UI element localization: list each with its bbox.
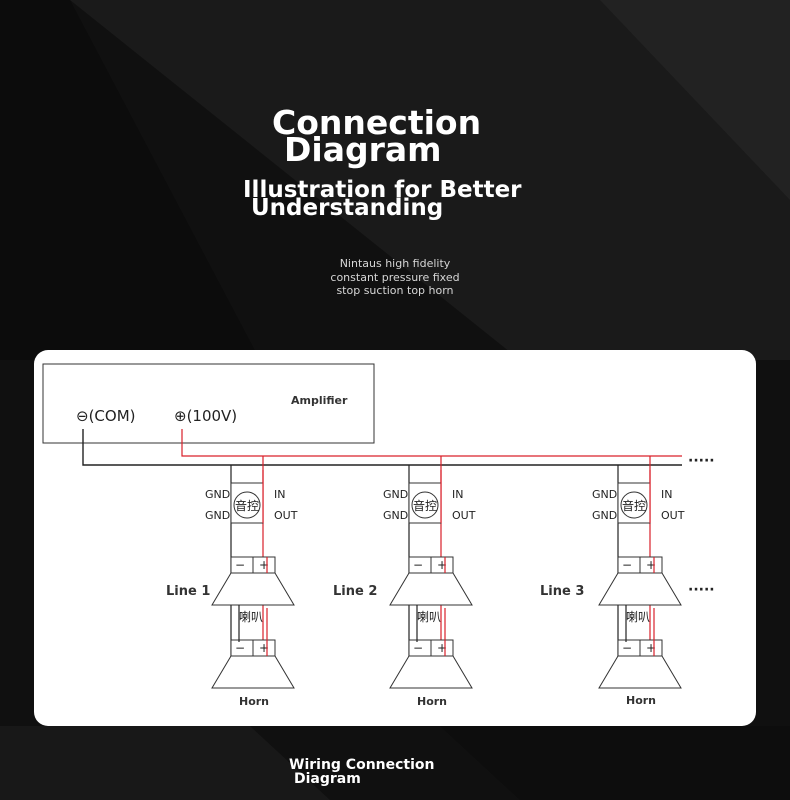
gnd-label: GND [383,509,408,522]
title-line-2: Diagram [284,130,442,169]
control-module-glyph: 音控 [413,498,437,513]
horn-speaker [389,572,473,606]
control-knob [233,491,261,519]
plus-sign: + [259,558,269,572]
horn-speaker [211,655,295,689]
background-shape [600,0,790,200]
signal-bus-wire [181,429,682,457]
speaker-label: 喇叭 [626,609,650,624]
subtitle-line-1: Illustration for Better [243,177,522,203]
gnd-label: GND [383,488,408,501]
background-shape [0,0,260,360]
plus-sign: + [437,558,447,572]
minus-sign: − [235,641,245,655]
control-knob [411,491,439,519]
minus-sign: − [622,558,632,572]
horn-speaker [211,572,295,606]
horn-speaker [598,572,682,606]
gnd-label: GND [205,488,230,501]
plus-sign: + [259,641,269,655]
speaker-label: 喇叭 [239,609,263,624]
v100-terminal-label: ⊕(100V) [174,407,237,425]
footer-line-2: Diagram [294,771,361,787]
background-shape [440,726,790,800]
title-line-1: Connection [272,103,482,142]
minus-sign: − [413,558,423,572]
gnd-label: GND [205,509,230,522]
com-terminal-label: ⊖(COM) [76,407,136,425]
horn-label: Horn [239,695,269,708]
in-label: IN [452,488,463,501]
speaker-label: 喇叭 [417,609,441,624]
background-shape [0,726,330,800]
in-label: IN [274,488,285,501]
background-shape [70,0,790,360]
control-module-glyph: 音控 [622,498,646,513]
horn-speaker [389,655,473,689]
plus-sign: + [646,641,656,655]
amplifier-box [42,363,375,444]
out-label: OUT [274,509,298,522]
minus-sign: − [622,641,632,655]
com-bus-wire [82,429,682,466]
description-line-2: constant pressure fixed [330,271,460,284]
gnd-label: GND [592,509,617,522]
horn-speaker [598,655,682,689]
bus-continuation: ····· [688,453,715,469]
subtitle-line-2: Understanding [251,195,444,221]
amplifier-label: Amplifier [291,394,348,407]
description-line-1: Nintaus high fidelity [339,257,451,270]
gnd-label: GND [592,488,617,501]
minus-sign: − [413,641,423,655]
minus-sign: − [235,558,245,572]
horn-label: Horn [417,695,447,708]
control-module-glyph: 音控 [235,498,259,513]
plus-sign: + [646,558,656,572]
footer-line-1: Wiring Connection [289,757,435,773]
line-label: Line 2 [333,584,377,599]
plus-sign: + [437,641,447,655]
line-label: Line 1 [166,584,210,599]
out-label: OUT [452,509,476,522]
wiring-diagram-panel: Amplifier ⊖(COM) ⊕(100V) ····· ····· 音控 G… [34,350,756,726]
line-continuation: ····· [688,582,715,598]
control-knob [620,491,648,519]
out-label: OUT [661,509,685,522]
description-line-3: stop suction top horn [336,284,454,297]
wiring-diagram: Amplifier ⊖(COM) ⊕(100V) ····· ····· 音控 G… [42,363,715,708]
horn-label: Horn [626,694,656,707]
in-label: IN [661,488,672,501]
line-label: Line 3 [540,584,584,599]
